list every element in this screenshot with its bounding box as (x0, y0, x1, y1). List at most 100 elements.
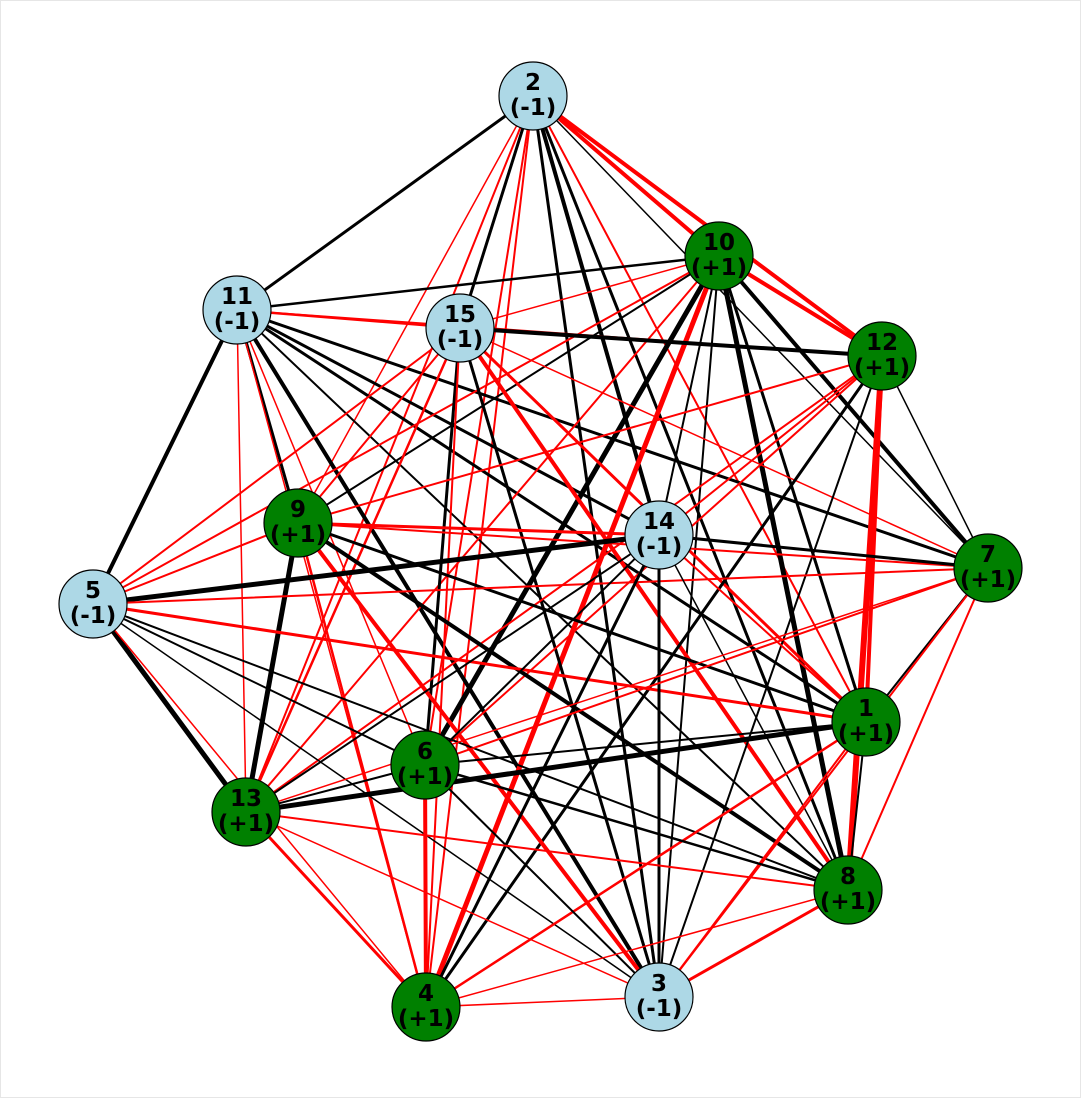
edge-10-3 (658, 255, 720, 998)
node-id-label: 12 (866, 330, 898, 356)
edge-12-14 (658, 355, 883, 536)
node-2: 2(-1) (498, 61, 568, 131)
edge-5-6 (92, 603, 426, 766)
edge-5-13 (90, 601, 249, 815)
edge-10-5 (92, 255, 720, 605)
edge-4-8 (425, 889, 849, 1008)
edge-15-4 (425, 327, 461, 1008)
edge-11-14 (235, 308, 661, 537)
node-sign-label: (+1) (270, 522, 326, 548)
edge-12-1 (864, 354, 884, 724)
edge-10-1 (717, 254, 868, 724)
node-circle (391, 972, 461, 1042)
edge-14-8 (658, 534, 849, 891)
node-id-label: 9 (290, 497, 306, 523)
node-6: 6(+1) (390, 730, 460, 800)
edge-15-7 (459, 327, 989, 569)
edge-9-5 (92, 522, 299, 605)
edge-15-12 (458, 326, 884, 358)
node-circle (202, 275, 272, 345)
node-circle (498, 61, 568, 131)
node-sign-label: (+1) (397, 764, 453, 790)
edge-10-15 (459, 255, 720, 329)
nodes-layer: 1(+1)2(-1)3(-1)4(+1)5(-1)6(+1)7(+1)8(+1)… (58, 61, 1023, 1042)
node-4: 4(+1) (391, 972, 461, 1042)
node-id-label: 2 (525, 70, 541, 96)
edge-1-6 (424, 721, 867, 766)
node-sign-label: (+1) (854, 355, 910, 381)
edge-6-4 (423, 763, 428, 1009)
edge-13-4 (244, 810, 428, 1009)
node-7: 7(+1) (953, 533, 1023, 603)
node-id-label: 10 (703, 230, 735, 256)
edge-11-10 (235, 254, 721, 312)
edge-2-9 (297, 95, 534, 524)
edge-14-13 (245, 534, 660, 813)
node-14: 14(-1) (624, 500, 694, 570)
edge-7-13 (245, 567, 989, 813)
node-12: 12(+1) (847, 321, 917, 391)
edge-10-7 (717, 254, 990, 570)
edges-layer (90, 94, 990, 1010)
node-sign-label: (+1) (398, 1006, 454, 1032)
node-id-label: 11 (221, 284, 253, 310)
edge-2-11 (235, 94, 535, 312)
edge-7-6 (424, 567, 989, 766)
node-15: 15(-1) (425, 293, 495, 363)
edge-5-14 (90, 532, 662, 607)
edge-5-7 (92, 567, 989, 605)
node-circle (58, 569, 128, 639)
edge-5-1 (91, 602, 868, 724)
edge-15-9 (297, 327, 461, 524)
edge-10-9 (297, 255, 720, 524)
node-sign-label: (+1) (838, 721, 894, 747)
edge-15-8 (458, 326, 850, 892)
node-id-label: 8 (840, 864, 856, 890)
node-id-label: 4 (418, 981, 434, 1007)
node-id-label: 6 (417, 739, 433, 765)
edge-13-8 (245, 811, 849, 891)
edge-6-8 (423, 763, 850, 892)
node-circle (953, 533, 1023, 603)
node-sign-label: (-1) (214, 309, 261, 335)
edge-9-13 (243, 520, 301, 815)
node-id-label: 15 (444, 302, 476, 328)
edge-4-3 (425, 996, 660, 1008)
edge-12-4 (424, 354, 884, 1009)
edge-14-6 (424, 534, 660, 766)
node-circle (624, 962, 694, 1032)
node-circle (831, 687, 901, 757)
node-sign-label: (-1) (70, 603, 117, 629)
edge-15-6 (423, 326, 462, 767)
edge-9-4 (296, 521, 428, 1009)
edge-10-8 (716, 253, 851, 893)
node-9: 9(+1) (263, 488, 333, 558)
node-circle (390, 730, 460, 800)
node-id-label: 1 (858, 696, 874, 722)
node-sign-label: (-1) (636, 996, 683, 1022)
node-circle (847, 321, 917, 391)
edge-11-13 (236, 309, 247, 813)
edge-12-7 (881, 355, 989, 569)
edge-1-13 (243, 719, 869, 815)
edge-2-15 (458, 94, 535, 330)
node-circle (684, 221, 754, 291)
edge-13-3 (245, 811, 660, 998)
edge-12-13 (245, 355, 883, 813)
edge-2-10 (531, 94, 721, 258)
edge-2-4 (425, 95, 534, 1008)
node-id-label: 13 (230, 786, 262, 812)
edge-1-3 (658, 721, 867, 998)
edge-14-7 (657, 533, 990, 570)
node-sign-label: (+1) (218, 811, 274, 837)
edge-6-3 (424, 764, 660, 998)
edge-11-6 (236, 309, 426, 766)
node-id-label: 14 (643, 509, 675, 535)
edge-15-3 (458, 326, 661, 999)
node-id-label: 7 (980, 542, 996, 568)
node-sign-label: (-1) (437, 327, 484, 353)
edge-10-13 (245, 255, 720, 813)
node-8: 8(+1) (813, 855, 883, 925)
